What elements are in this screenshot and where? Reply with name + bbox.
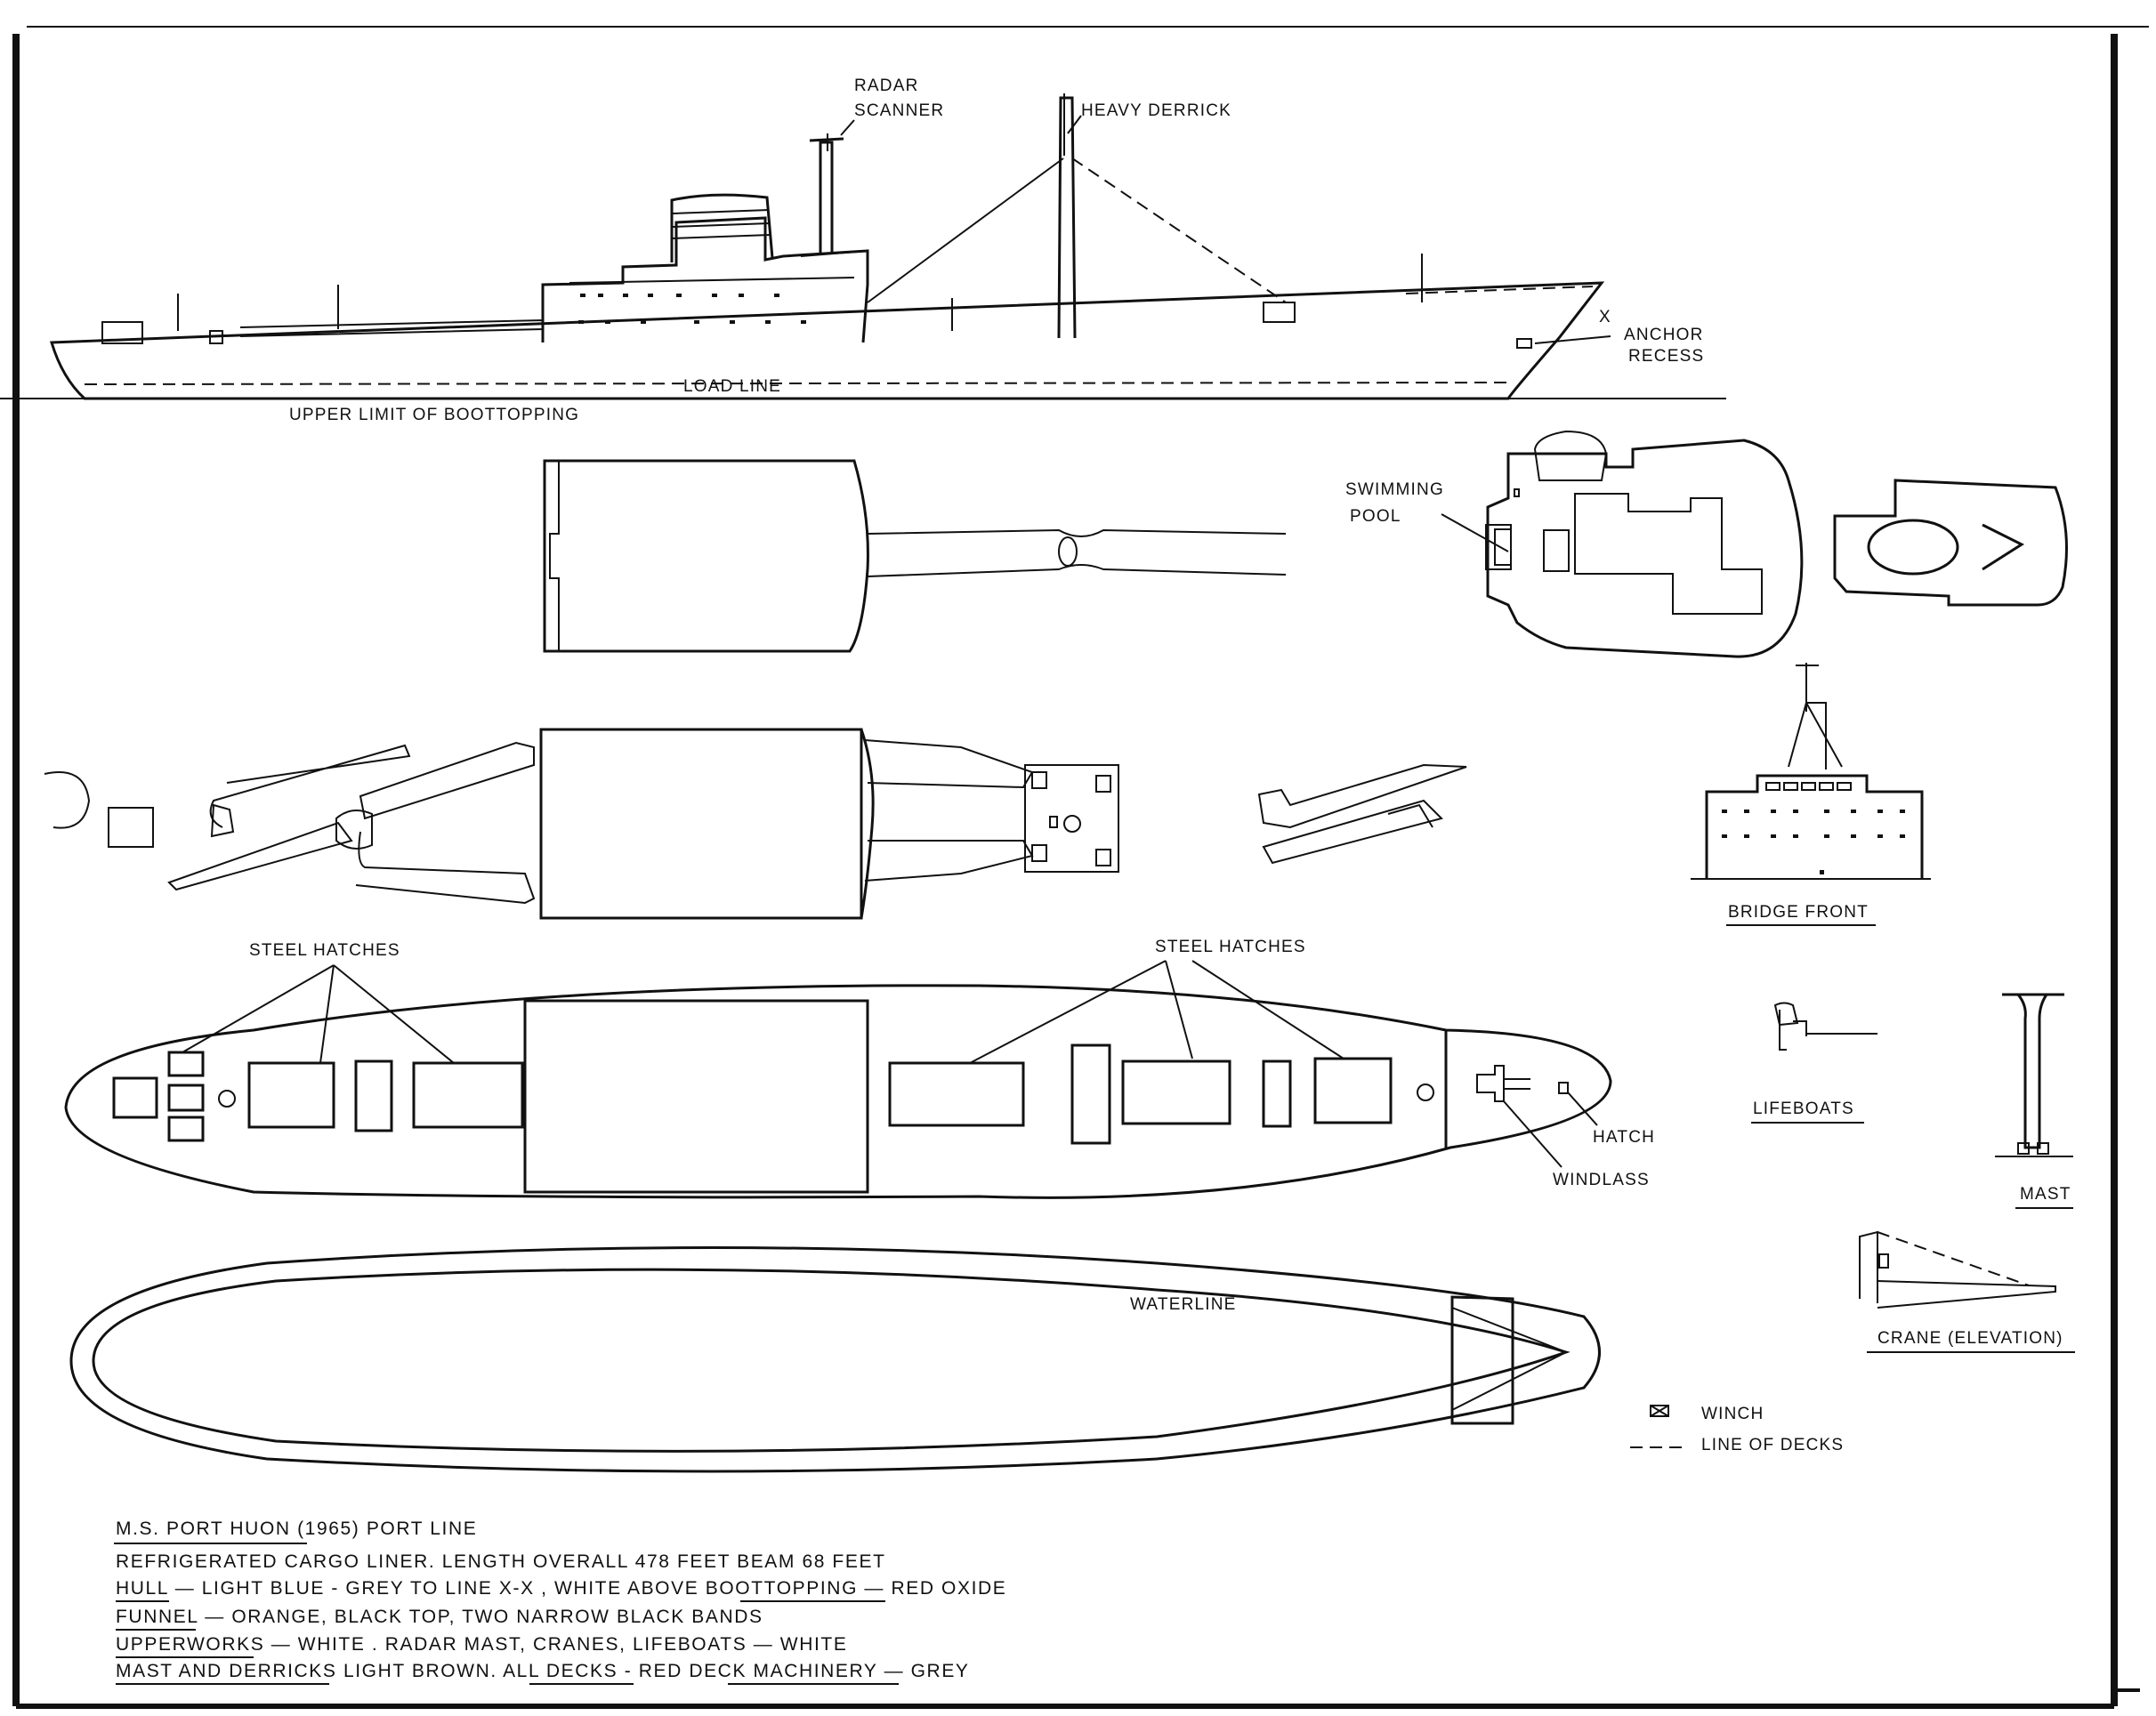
note-hull: HULL — LIGHT BLUE - GREY TO LINE X-X , W… xyxy=(116,1578,1006,1599)
note-boottopping-text: — RED OXIDE xyxy=(858,1578,1006,1599)
label-swimming-pool-2: POOL xyxy=(1350,507,1401,526)
boat-deck-plan xyxy=(543,459,1287,653)
midship-house xyxy=(523,999,869,1194)
anchor-pointer xyxy=(1534,335,1611,344)
label-steel-hatches-right: STEEL HATCHES xyxy=(1155,938,1306,956)
heavy-derrick-mast xyxy=(1057,96,1077,339)
sheet-border xyxy=(12,26,2149,1709)
funnel xyxy=(670,193,774,262)
steel-hatch-1 xyxy=(247,1061,335,1129)
note-all-decks-label: ALL DECKS xyxy=(503,1661,618,1681)
steel-hatch-7 xyxy=(1262,1059,1292,1128)
fwd-hatch xyxy=(1558,1082,1569,1094)
navigation-deck-plan xyxy=(1833,479,2068,607)
note-mast-derricks-text: LIGHT BROWN. xyxy=(337,1661,504,1681)
swimming-pool xyxy=(1494,528,1512,566)
label-steel-hatches-left: STEEL HATCHES xyxy=(249,941,400,960)
radar-mast xyxy=(819,141,834,254)
label-heavy-derrick: HEAVY DERRICK xyxy=(1081,101,1231,120)
note-hull-text: — LIGHT BLUE - GREY TO LINE X-X , WHITE … xyxy=(168,1578,705,1599)
note-description: REFRIGERATED CARGO LINER. LENGTH OVERALL… xyxy=(116,1551,886,1572)
legend-line-of-decks: LINE OF DECKS xyxy=(1701,1436,1844,1454)
bridge-deck-plan xyxy=(1485,430,1804,658)
note-upperworks-text: — WHITE . RADAR MAST, CRANES, LIFEBOATS … xyxy=(264,1634,847,1655)
load-line xyxy=(84,382,1514,385)
steel-hatch-3 xyxy=(412,1061,524,1129)
label-bridge-front: BRIDGE FRONT xyxy=(1728,903,1869,922)
winch-symbol xyxy=(1650,1405,1669,1417)
note-upperworks: UPPERWORKS — WHITE . RADAR MAST, CRANES,… xyxy=(116,1634,847,1655)
note-all-decks-text: - RED xyxy=(618,1661,689,1681)
main-deck-plan xyxy=(64,984,1612,1199)
note-funnel-text: — ORANGE, BLACK TOP, TWO NARROW BLACK BA… xyxy=(198,1607,763,1627)
note-mast-derricks: MAST AND DERRICKS LIGHT BROWN. ALL DECKS… xyxy=(116,1661,970,1681)
label-hatch: HATCH xyxy=(1593,1128,1655,1147)
notes-block: M.S. PORT HUON (1965) PORT LINE REFRIGER… xyxy=(114,1519,1006,1685)
lifeboats-detail xyxy=(1773,1002,1877,1051)
legend xyxy=(1630,1405,1682,1448)
label-x-mark: X xyxy=(1599,308,1611,326)
note-deck-machinery-text: — GREY xyxy=(877,1661,969,1681)
label-radar-scanner-2: SCANNER xyxy=(854,101,944,120)
label-crane-elevation: CRANE (ELEVATION) xyxy=(1877,1329,2063,1348)
profile-hull xyxy=(50,281,1605,400)
derrick-boom xyxy=(867,157,1064,303)
mast-detail xyxy=(1995,993,2073,1157)
steel-hatch-8 xyxy=(1313,1057,1393,1124)
label-anchor-recess-1: ANCHOR xyxy=(1624,326,1704,344)
note-funnel-label: FUNNEL xyxy=(116,1607,198,1627)
steel-hatches-left-leaders xyxy=(182,964,455,1064)
label-boottopping-limit: UPPER LIMIT OF BOOTTOPPING xyxy=(289,406,579,424)
deck-outline xyxy=(64,984,1612,1199)
label-swimming-pool-1: SWIMMING xyxy=(1345,480,1444,499)
crane-elevation-detail xyxy=(1859,1230,2056,1309)
steel-hatch-5 xyxy=(1070,1043,1111,1145)
label-radar-scanner-1: RADAR xyxy=(854,77,919,95)
legend-winch: WINCH xyxy=(1701,1405,1764,1423)
label-lifeboats: LIFEBOATS xyxy=(1753,1100,1854,1118)
label-load-line: LOAD LINE xyxy=(683,377,781,396)
steel-hatch-4 xyxy=(888,1061,1025,1127)
windlass xyxy=(1476,1065,1505,1102)
note-boottopping-label: BOOTTOPPING xyxy=(706,1578,858,1599)
steel-hatches-right-leaders xyxy=(969,960,1344,1064)
promenade-deck-plan xyxy=(44,728,1467,920)
bridge-front-view xyxy=(1691,663,1931,880)
note-funnel: FUNNEL — ORANGE, BLACK TOP, TWO NARROW B… xyxy=(116,1607,763,1627)
note-hull-label: HULL xyxy=(116,1578,168,1599)
steel-hatch-6 xyxy=(1121,1059,1231,1125)
note-mast-derricks-label: MAST AND DERRICKS xyxy=(116,1661,337,1681)
note-upperworks-label: UPPERWORKS xyxy=(116,1634,264,1655)
note-title: M.S. PORT HUON (1965) PORT LINE xyxy=(116,1519,477,1539)
label-mast: MAST xyxy=(2020,1185,2071,1204)
label-waterline: WATERLINE xyxy=(1130,1295,1237,1314)
label-windlass: WINDLASS xyxy=(1553,1171,1650,1189)
label-anchor-recess-2: RECESS xyxy=(1628,347,1704,366)
ship-profile xyxy=(0,93,1726,400)
steel-hatch-2 xyxy=(354,1059,393,1132)
waterline-plan xyxy=(69,1246,1601,1473)
note-deck-machinery-label: DECK MACHINERY xyxy=(689,1661,877,1681)
